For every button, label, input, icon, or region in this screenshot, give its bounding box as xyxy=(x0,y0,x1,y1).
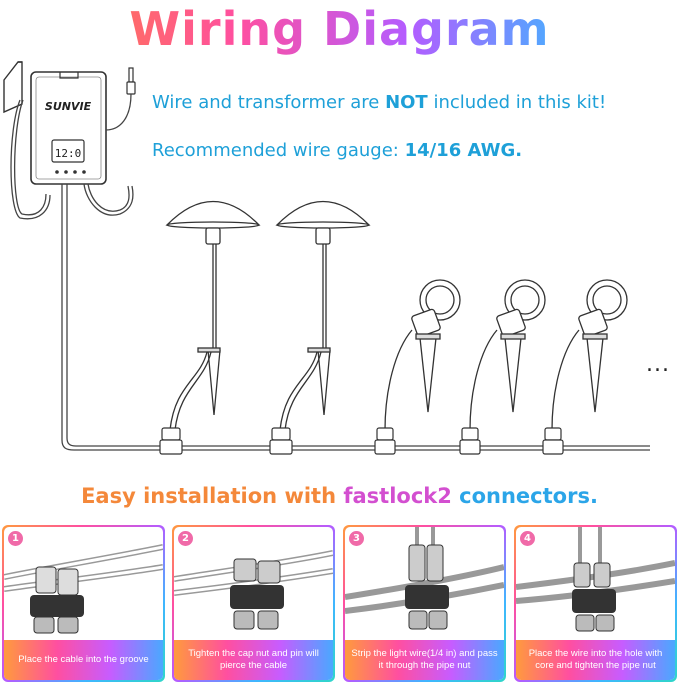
step-1-panel: 1 Place the cable into the groove xyxy=(2,525,165,682)
step-4-connector-illustration xyxy=(516,527,675,632)
wire-gauge-note: Recommended wire gauge: 14/16 AWG. xyxy=(152,140,523,161)
step-caption: Place the cable into the groove xyxy=(4,640,163,680)
step-caption: Tighten the cap nut and pin will pierce … xyxy=(174,640,333,680)
wire-not-included-note: Wire and transformer are NOT included in… xyxy=(152,92,607,113)
step-number: 1 xyxy=(8,531,23,546)
plug-cable xyxy=(10,99,51,220)
spot-light-2 xyxy=(469,279,546,431)
installation-subtitle: Easy installation with fastlock2 connect… xyxy=(81,484,598,508)
path-light-2 xyxy=(275,201,371,431)
step-1-connector-illustration xyxy=(4,544,163,634)
spot-light-1 xyxy=(384,279,461,431)
step-4-panel: 4 Place the wire into the hole with core… xyxy=(514,525,677,682)
step-number: 3 xyxy=(349,531,364,546)
more-lights-ellipsis: ... xyxy=(646,352,670,377)
step-3-panel: 3 Strip the light wire(1/4 in) and pass … xyxy=(343,525,506,682)
wiring-illustration: SUNVIE 12:0 xyxy=(3,61,650,455)
spot-light-3 xyxy=(551,279,628,431)
step-number: 2 xyxy=(178,531,193,546)
step-caption: Strip the light wire(1/4 in) and pass it… xyxy=(345,640,504,680)
connector-1 xyxy=(159,427,183,455)
step-caption: Place the wire into the hole with core a… xyxy=(516,640,675,680)
main-cable xyxy=(61,184,650,451)
page-title: Wiring Diagram xyxy=(0,2,679,56)
step-2-connector-illustration xyxy=(174,550,333,630)
transformer-box xyxy=(30,71,107,185)
transformer-brand: SUNVIE xyxy=(45,100,92,113)
step-2-panel: 2 Tighten the cap nut and pin will pierc… xyxy=(172,525,335,682)
step-number: 4 xyxy=(520,531,535,546)
connector-3 xyxy=(374,427,396,455)
step-3-connector-illustration xyxy=(345,527,504,630)
connector-2 xyxy=(269,427,293,455)
transformer-display: 12:0 xyxy=(55,147,82,160)
connector-5 xyxy=(542,427,564,455)
sensor-plug-icon xyxy=(126,67,136,95)
path-light-1 xyxy=(165,201,261,431)
connector-4 xyxy=(459,427,481,455)
wall-outlet-icon xyxy=(3,61,23,114)
